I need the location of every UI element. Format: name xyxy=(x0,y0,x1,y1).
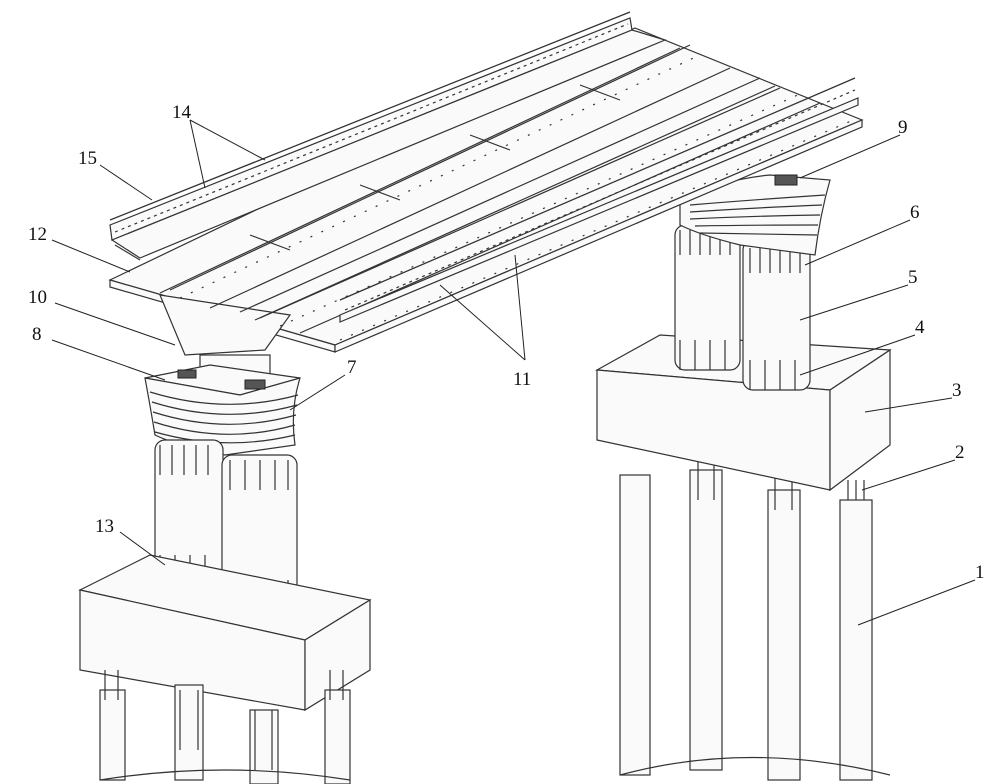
part-labels: 1 2 3 4 5 6 7 8 9 10 11 12 13 14 15 xyxy=(28,102,985,583)
label-1: 1 xyxy=(975,562,985,583)
label-4: 4 xyxy=(915,317,925,338)
right-pile-cap xyxy=(594,334,892,492)
leader-lines xyxy=(51,119,976,626)
label-6: 6 xyxy=(910,202,920,223)
right-pier-cap xyxy=(679,174,831,256)
label-13: 13 xyxy=(95,516,114,537)
left-pier-cap xyxy=(144,364,301,456)
label-7: 7 xyxy=(347,357,357,378)
label-12: 12 xyxy=(28,224,47,245)
label-2: 2 xyxy=(955,442,965,463)
label-10: 10 xyxy=(28,287,47,308)
label-5: 5 xyxy=(908,267,918,288)
bridge-deck xyxy=(108,27,864,376)
label-9: 9 xyxy=(898,117,908,138)
right-piles xyxy=(619,460,891,781)
label-11: 11 xyxy=(513,369,531,390)
left-columns xyxy=(154,439,298,606)
label-8: 8 xyxy=(32,324,42,345)
right-columns xyxy=(674,224,811,391)
left-pile-cap xyxy=(78,554,372,712)
label-15: 15 xyxy=(78,148,97,169)
label-14: 14 xyxy=(172,102,192,123)
right-railing xyxy=(339,77,859,323)
left-piles xyxy=(99,670,351,784)
left-railing xyxy=(109,11,667,261)
label-3: 3 xyxy=(952,380,962,401)
